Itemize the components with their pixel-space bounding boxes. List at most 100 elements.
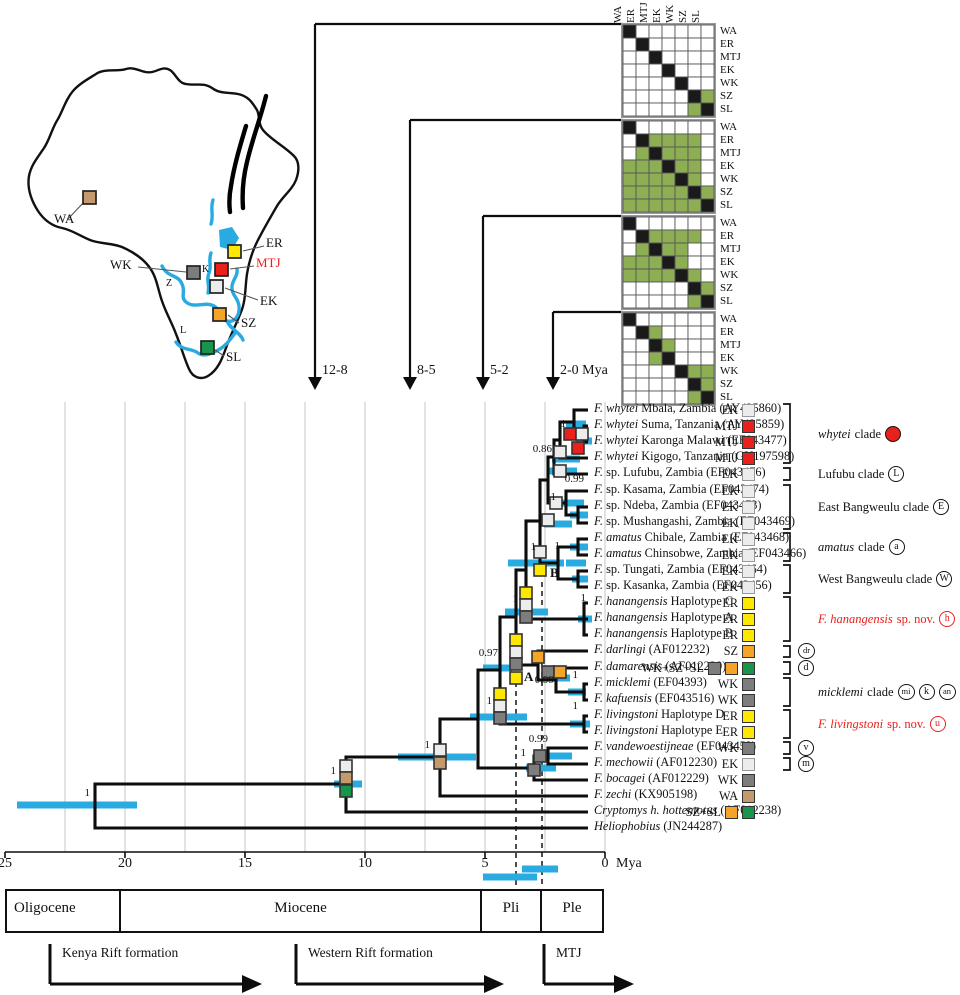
matrix-row-label: WA xyxy=(720,313,738,325)
matrix-cell xyxy=(622,229,637,244)
matrix-cell xyxy=(648,159,663,174)
matrix-cell xyxy=(635,24,650,39)
tip-label: F. sp. Kasama, Zambia (EF043474) xyxy=(594,482,769,497)
period-label: Oligocene xyxy=(14,900,76,916)
region-square-EK xyxy=(742,548,755,562)
ancestral-state-square-ER xyxy=(519,586,533,600)
support-value: 1 xyxy=(330,765,337,777)
tip-region-code: WK xyxy=(717,772,738,787)
map-leader-line xyxy=(137,266,187,273)
ancestral-state-square-WK xyxy=(509,657,523,671)
matrix-cell xyxy=(635,281,650,296)
clade-bracket xyxy=(783,757,791,771)
region-square-WK xyxy=(742,693,755,707)
matrix-cell xyxy=(622,325,637,340)
matrix-cell xyxy=(622,185,637,200)
matrix-cell xyxy=(661,325,676,340)
ancestral-state-square-WK xyxy=(519,610,533,624)
matrix-cell xyxy=(635,351,650,366)
matrix-cell xyxy=(700,76,715,91)
matrix-cell xyxy=(648,294,663,309)
matrix-row-label: SZ xyxy=(720,186,733,198)
tip-name-roman: Chinsobwe, Zambia (EF043466) xyxy=(641,546,807,560)
axis-unit-label: Mya xyxy=(616,856,642,871)
tip-region-group: MTJ xyxy=(715,434,755,450)
matrix-cell xyxy=(674,351,689,366)
region-square-ER xyxy=(742,612,755,626)
clade-bracket xyxy=(783,709,791,739)
matrix-cell xyxy=(687,89,702,104)
matrix-row-label: EK xyxy=(720,352,735,364)
matrix-cell xyxy=(687,325,702,340)
matrix-cell xyxy=(674,159,689,174)
rift-line-east xyxy=(240,93,269,211)
ancestral-state-square-WK xyxy=(533,749,547,763)
tip-region-group: MTJ xyxy=(715,418,755,434)
tip-name-italic: F. micklemi xyxy=(594,675,651,689)
matrix-cell xyxy=(661,364,676,379)
ancestral-state-square-SL xyxy=(339,784,353,798)
event-label: Western Rift formation xyxy=(308,945,433,960)
tip-name-roman: Haplotype E xyxy=(658,723,723,737)
matrix-cell xyxy=(622,364,637,379)
clade-name-roman: Lufubu clade xyxy=(818,466,885,481)
ancestral-state-square-EK xyxy=(509,645,523,659)
tip-region-code: EK xyxy=(721,579,738,594)
clade-circle-marker-u: u xyxy=(929,716,946,732)
tip-name-roman: (EF043516) xyxy=(651,691,715,705)
matrix-cell xyxy=(648,133,663,148)
region-square-EK xyxy=(742,467,755,481)
tip-region-code: MTJ xyxy=(714,418,738,433)
ancestral-state-square-ER xyxy=(493,687,507,701)
matrix-cell xyxy=(635,37,650,52)
matrix-cell xyxy=(648,312,663,327)
matrix-cell xyxy=(661,377,676,392)
matrix-row-label: SL xyxy=(720,295,733,307)
matrix-cell xyxy=(700,63,715,78)
tip-label: F. vandewoestijneae (EF043453) xyxy=(594,739,756,754)
matrix-cell xyxy=(661,120,676,135)
clade-annotation: v xyxy=(798,739,814,757)
matrix-border xyxy=(621,311,716,406)
tip-region-group: WK xyxy=(718,740,755,756)
matrix-border xyxy=(621,23,716,118)
tip-name-italic: F. xyxy=(594,465,604,479)
tip-region-code: SZ+SL xyxy=(685,804,721,819)
clade-name-italic: micklemi xyxy=(818,684,864,699)
matrix-cell xyxy=(674,120,689,135)
matrix-cell xyxy=(648,229,663,244)
tip-name-roman: Haplotype B xyxy=(667,626,734,640)
tip-region-code: EK xyxy=(721,499,738,514)
clade-name-roman: clade xyxy=(867,684,894,699)
matrix-cell xyxy=(700,312,715,327)
matrix-cell xyxy=(661,338,676,353)
tip-label: Heliophobius (JN244287) xyxy=(594,819,722,834)
matrix-cell xyxy=(687,146,702,161)
clade-bracket xyxy=(783,677,791,707)
tip-name-roman: Haplotype A xyxy=(667,610,734,624)
region-square-WK xyxy=(742,773,755,787)
support-value: 1 xyxy=(554,540,561,552)
clade-circle-marker-v: v xyxy=(798,740,814,756)
matrix-row-label: WK xyxy=(720,365,739,377)
tip-name-italic: F. whytei xyxy=(594,449,639,463)
tip-region-group: WK+SZ+SL xyxy=(642,660,755,676)
hpd-bar xyxy=(483,664,512,672)
matrix-cell xyxy=(674,216,689,231)
matrix-cell xyxy=(635,172,650,187)
matrix-border xyxy=(621,215,716,310)
matrix-cell xyxy=(648,325,663,340)
matrix-row-label: MTJ xyxy=(720,339,741,351)
tip-label: F. whytei Karonga Malawi (EF043477) xyxy=(594,433,787,448)
tip-region-group: ER xyxy=(722,595,755,611)
tip-label: F. kafuensis (EF043516) xyxy=(594,691,715,706)
region-square-EK xyxy=(742,403,755,417)
matrix-cell xyxy=(700,255,715,270)
clade-bracket xyxy=(783,645,791,658)
matrix-cell xyxy=(687,172,702,187)
matrix-cell xyxy=(635,102,650,117)
tip-name-roman: (AF012232) xyxy=(645,642,710,656)
matrix-cell xyxy=(635,364,650,379)
map-site-square-SL xyxy=(200,340,215,355)
tip-label: F. bocagei (AF012229) xyxy=(594,771,709,786)
